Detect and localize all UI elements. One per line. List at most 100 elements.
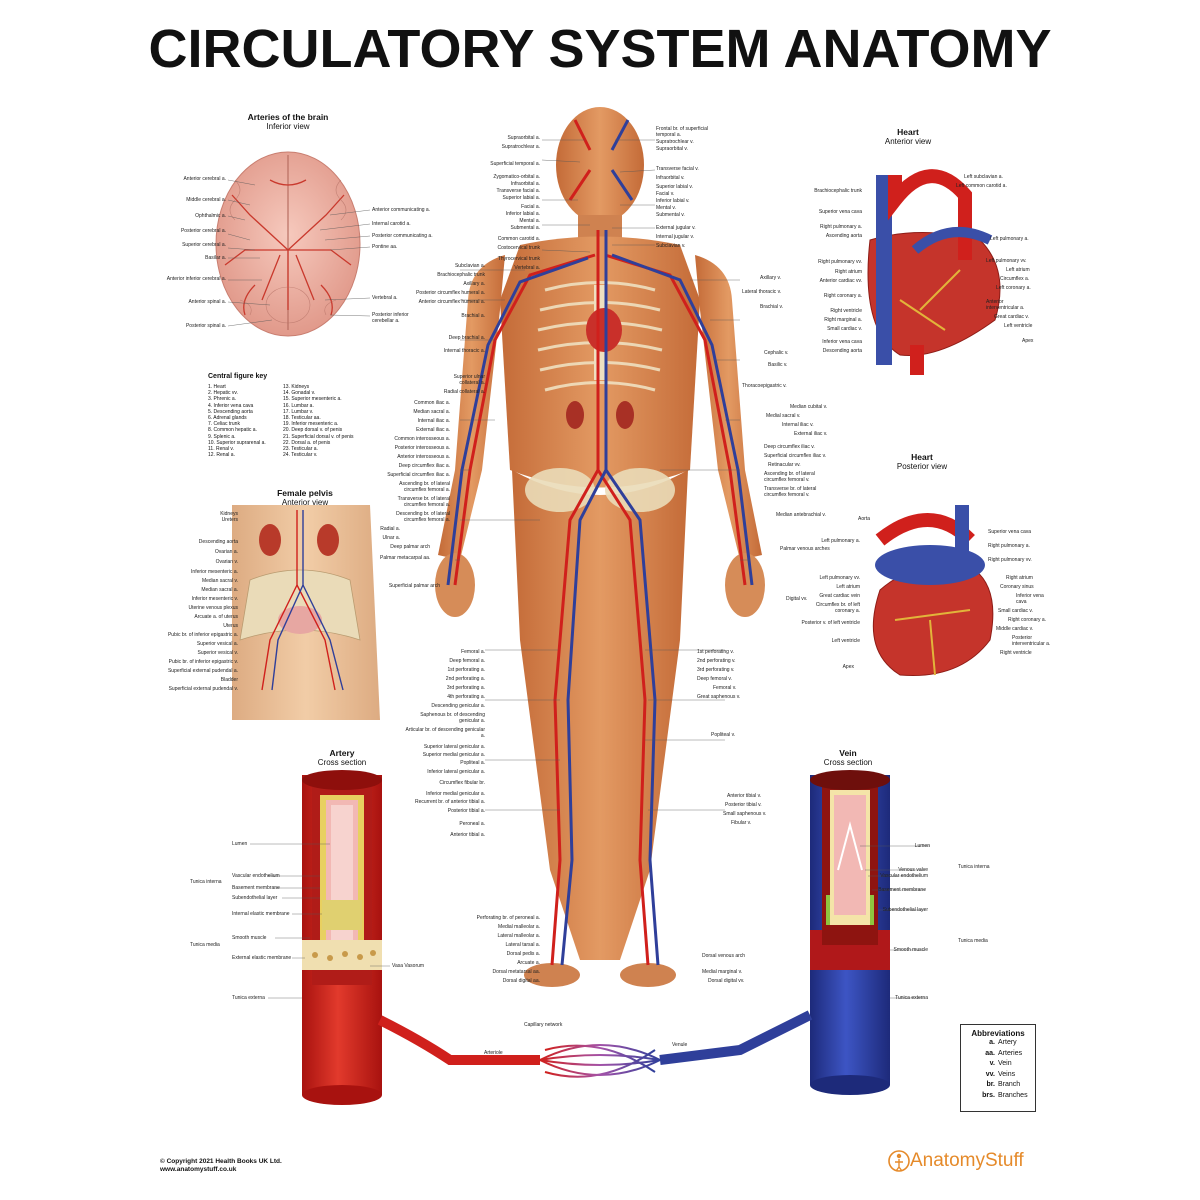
pelvis-illustration (232, 505, 380, 720)
artery-label: Basement membrane (232, 885, 280, 891)
vein-label: Lumen (914, 843, 930, 849)
heart-posterior-heading: Heart (911, 452, 933, 462)
figure-label: Thoracoepigastric v. (742, 383, 787, 389)
pelvis-label: Kidneys (220, 511, 238, 517)
figure-label: Lateral thoracic v. (742, 289, 782, 295)
figure-label: Brachial a. (461, 313, 485, 319)
heart-label: Right ventricle (1000, 650, 1032, 656)
brain-label: Anterior spinal a. (188, 299, 226, 305)
figure-label: Medial malleolar a. (498, 924, 540, 930)
figure-label: Superior lateral genicular a. (423, 744, 485, 750)
abbreviation-key: br. (986, 1081, 995, 1088)
vein-subtitle: Cross section (823, 758, 873, 767)
figure-label: Anterior circumflex humeral a. (418, 299, 485, 305)
brain-label: Posterior inferior cerebellar a. (372, 312, 409, 324)
figure-label: Descending br. of lateral circumflex fem… (396, 511, 450, 523)
venule-label: Venule (672, 1042, 688, 1048)
figure-label: Lateral tarsal a. (505, 942, 540, 948)
figure-label: 3rd perforating v. (697, 667, 735, 673)
heart-label: Anterior cardiac vv. (819, 278, 862, 284)
head-right-labels: Frontal br. of superficial temporal a. S… (656, 126, 736, 249)
brain-label: Internal carotid a. (372, 221, 411, 227)
brain-label: Posterior spinal a. (185, 323, 226, 329)
figure-label: Thyrocervical trunk (497, 256, 540, 262)
figure-label: Vertebral a. (514, 265, 540, 271)
figure-label: Posterior tibial v. (725, 802, 762, 808)
vein-label: Venous valve (898, 867, 928, 873)
figure-label: Ulnar a. (382, 535, 400, 541)
abbreviation-key: aa. (985, 1049, 995, 1057)
figure-label: Medial marginal v. (702, 969, 743, 975)
key-item: 15. Superior mesenteric a. (283, 396, 342, 403)
vein-label: Smooth muscle (893, 947, 928, 953)
pelvis-panel-title: Female pelvis Anterior view (255, 488, 355, 508)
pelvis-labels: Kidneys Ureters Descending aorta Ovarian… (158, 511, 238, 692)
heart-label: Circumflex br. of left coronary a. (815, 602, 860, 614)
figure-label: Dorsal venous arch (702, 953, 746, 959)
vein-label: Subendothelial layer (882, 907, 928, 913)
abbreviation-key: brs. (982, 1091, 995, 1099)
vein-label: Vascular endothelium (880, 873, 928, 879)
figure-label: Anterior tibial v. (727, 793, 762, 799)
pelvis-label: Pubic br. of inferior epigastric a. (167, 632, 238, 638)
abbreviation-value: Veins (998, 1070, 1016, 1078)
figure-label: Transverse facial v. (656, 166, 699, 172)
figure-label: Infraorbital a. (510, 181, 540, 187)
heart-label: Posterior interventricular a. (1012, 635, 1051, 647)
abbreviation-value: Arteries (998, 1049, 1023, 1057)
pelvis-label: Median sacral a. (201, 587, 238, 593)
pelvis-label: Median sacral v. (201, 578, 238, 584)
heart-label: Great cardiac vein (819, 593, 860, 599)
abbreviation-value: Branch (998, 1081, 1021, 1088)
artery-label: Vascular endothelium (232, 873, 280, 879)
figure-label: Submental a. (510, 225, 540, 231)
figure-label: Common carotid a. (497, 236, 540, 242)
website-line[interactable]: www.anatomystuff.co.uk (160, 1166, 237, 1173)
key-item: 7. Celiac trunk (208, 421, 240, 428)
key-item: 4. Inferior vena cava (208, 402, 254, 409)
figure-label: Inferior lateral genicular a. (427, 769, 485, 775)
abbreviation-row: vv.Veins (961, 1070, 1035, 1081)
heart-label: Apex (842, 664, 854, 670)
figure-label: Deep circumflex iliac a. (398, 463, 450, 469)
key-item: 22. Dorsal a. of penis (283, 439, 331, 446)
heart-label: Right pulmonary a. (820, 224, 862, 230)
heart-label: Right coronary a. (1008, 617, 1047, 623)
heart-label: Coronary sinus (1000, 584, 1034, 590)
key-item: 16. Lumbar a. (283, 402, 314, 409)
brain-subtitle: Inferior view (266, 122, 310, 131)
torso-left-labels: Subclavian a. Brachiocephalic trunk Axil… (380, 263, 485, 589)
heart-label: Brachiocephalic trunk (814, 188, 862, 194)
figure-label: Internal iliac a. (417, 418, 450, 424)
heart-anterior-title: Heart Anterior view (858, 127, 958, 147)
central-figure-key: Central figure key 1. Heart 2. Hepatic v… (208, 373, 358, 458)
figure-label: Mental v. (656, 205, 676, 211)
heart-label: Ascending aorta (825, 233, 862, 239)
key-item: 8. Common hepatic a. (208, 427, 257, 434)
brand-logo[interactable]: AnatomyStuff (888, 1148, 1048, 1176)
pelvis-label: Inferior mesenteric v. (191, 596, 238, 602)
figure-label: Brachial v. (760, 304, 783, 310)
figure-label: Superior ulnar collateral a. (453, 374, 485, 386)
heart-label: Posterior v. of left ventricle (801, 620, 860, 626)
torso-right-labels: Axillary v. Lateral thoracic v. Brachial… (742, 275, 842, 602)
brain-panel-title: Arteries of the brain Inferior view (238, 112, 338, 132)
figure-label: Supraorbital a. (507, 135, 540, 141)
figure-label: Posterior circumflex humeral a. (416, 290, 485, 296)
heart-label: Left pulmonary a. (990, 236, 1029, 242)
artery-label: Smooth muscle (232, 935, 267, 941)
figure-label: Transverse facial a. (496, 188, 540, 194)
key-column-1: 1. Heart 2. Hepatic vv. 3. Phrenic a. 4.… (208, 384, 266, 458)
figure-label: Ascending br. of lateral circumflex femo… (764, 471, 815, 483)
figure-label: 4th perforating a. (447, 694, 485, 700)
figure-label: Superior medial genicular a. (422, 752, 485, 758)
artery-group-label: Tunica interna (190, 879, 222, 885)
figure-label: Cephalic v. (764, 350, 789, 356)
pelvis-title: Female pelvis (277, 488, 333, 498)
figure-label: Deep circumflex iliac v. (764, 444, 815, 450)
heart-label: Descending aorta (822, 348, 862, 354)
figure-label: Saphenous br. of descending genicular a. (420, 712, 485, 724)
figure-label: 3rd perforating a. (446, 685, 485, 691)
figure-label: Inferior labial v. (656, 198, 690, 204)
